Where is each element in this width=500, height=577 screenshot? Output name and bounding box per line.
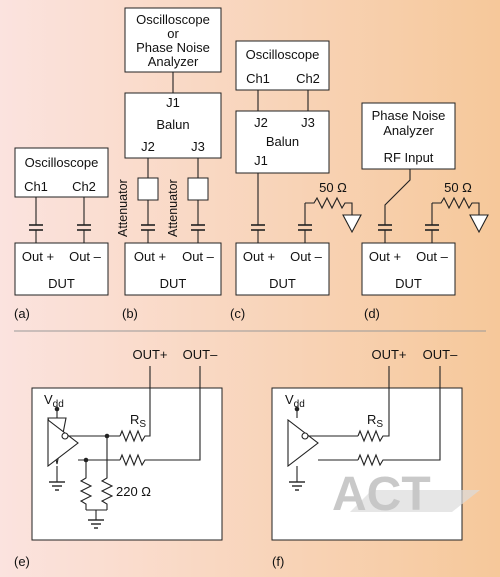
coupling-capacitors (29, 197, 91, 243)
rs-label: RS (130, 412, 146, 430)
attenuator-2-box (187, 177, 209, 201)
analyzer-line-1: Phase Noise (372, 108, 446, 123)
circuit-box (271, 387, 463, 541)
dut-box (124, 242, 222, 296)
panel-label-c: (c) (230, 306, 245, 321)
j3-label: J3 (301, 115, 315, 130)
inverting-bubble (301, 432, 309, 440)
balun-box (235, 110, 330, 174)
balun-label: Balun (156, 117, 189, 132)
out-pos-label: OUT+ (132, 347, 167, 362)
out-pos-label: Out + (369, 249, 401, 264)
oscilloscope-box (235, 40, 330, 91)
j3-label: J3 (191, 139, 205, 154)
coupling-capacitors (251, 203, 312, 243)
rf-input-label: RF Input (384, 150, 434, 165)
act-watermark: ACT (332, 468, 480, 521)
out-neg-label: Out – (182, 249, 215, 264)
dut-label: DUT (160, 276, 187, 291)
j1-label: J1 (254, 153, 268, 168)
out-pos-label: Out + (134, 249, 166, 264)
dut-label: DUT (269, 276, 296, 291)
dut-box (14, 242, 109, 296)
balun-box (124, 92, 222, 159)
attenuator-1-label: Attenuator (116, 179, 130, 237)
phase-noise-analyzer-box (361, 102, 456, 170)
amplifier-icon (287, 418, 319, 468)
oscilloscope-label: Oscilloscope (246, 47, 320, 62)
balun-label: Balun (266, 134, 299, 149)
watermark-text: ACT (332, 468, 431, 521)
j1-label: J1 (166, 95, 180, 110)
panel-label-a: (a) (14, 306, 30, 321)
oscilloscope-label: Oscilloscope (25, 155, 99, 170)
panel-label-e: (e) (14, 554, 30, 569)
j2-label: J2 (254, 115, 268, 130)
panel-a: Oscilloscope Ch1 Ch2 Out + Out – DUT (a) (14, 147, 109, 321)
ch2-label: Ch2 (72, 179, 96, 194)
attenuator-1-box (137, 177, 159, 201)
out-pos-label: Out + (22, 249, 54, 264)
ch1-label: Ch1 (24, 179, 48, 194)
dut-label: DUT (48, 276, 75, 291)
attenuator-2-label: Attenuator (166, 179, 180, 237)
coupling-capacitors (141, 200, 205, 243)
analyzer-line-2: Analyzer (383, 123, 434, 138)
out-neg-label: OUT– (183, 347, 218, 362)
termination-label: 50 Ω (444, 180, 472, 195)
vdd-label: Vdd (44, 392, 64, 410)
rs-label: RS (367, 412, 383, 430)
ch2-label: Ch2 (296, 71, 320, 86)
out-neg-label: Out – (69, 249, 102, 264)
instrument-line-1: Oscilloscope (136, 12, 210, 27)
panel-d: Phase Noise Analyzer RF Input 50 Ω Out +… (361, 102, 489, 321)
ch1-label: Ch1 (246, 71, 270, 86)
dut-box (361, 242, 456, 296)
panel-f: OUT+ OUT– ACT Vdd RS (f) (271, 347, 480, 569)
panel-c: Oscilloscope Ch1 Ch2 J2 J3 Balun J1 50 Ω… (230, 40, 362, 321)
out-neg-label: Out – (290, 249, 323, 264)
ground-icon (342, 214, 362, 234)
panel-b: Oscilloscope or Phase Noise Analyzer J1 … (116, 7, 222, 321)
inverting-bubble (61, 432, 69, 440)
panel-label-b: (b) (122, 306, 138, 321)
panel-label-f: (f) (272, 554, 284, 569)
panel-label-d: (d) (364, 306, 380, 321)
oscilloscope-box (14, 147, 109, 198)
circuit-box (31, 387, 223, 541)
termination-resistor (305, 196, 362, 234)
out-neg-label: Out – (416, 249, 449, 264)
dut-box (235, 242, 330, 296)
instrument-line-4: Analyzer (148, 54, 199, 69)
out-neg-label: OUT– (423, 347, 458, 362)
j2-label: J2 (141, 139, 155, 154)
instrument-line-2: or (167, 26, 179, 41)
out-pos-label: Out + (243, 249, 275, 264)
instrument-box (124, 7, 222, 73)
instrument-line-3: Phase Noise (136, 40, 210, 55)
dut-label: DUT (395, 276, 422, 291)
resistor-220-label: 220 Ω (116, 484, 151, 499)
out-pos-label: OUT+ (371, 347, 406, 362)
ground-icon (469, 214, 489, 234)
vdd-label: Vdd (285, 392, 305, 410)
termination-resistor (432, 196, 489, 234)
coupling-capacitors (378, 203, 439, 243)
panel-e: OUT+ OUT– Vdd RS 220 Ω (e) (14, 347, 223, 569)
termination-label: 50 Ω (319, 180, 347, 195)
